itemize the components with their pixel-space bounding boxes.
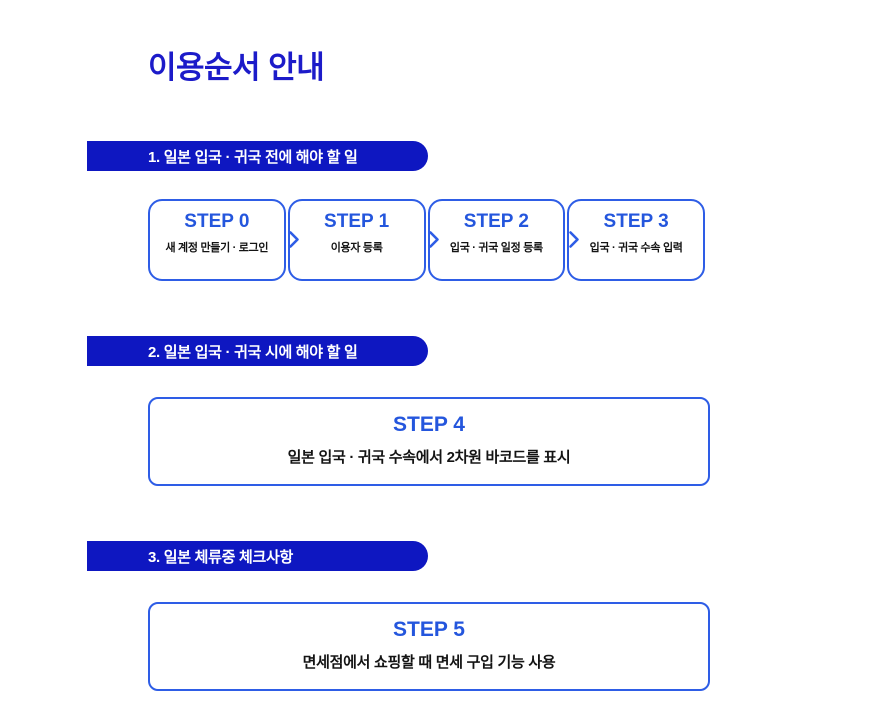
step-2-description: 입국 · 귀국 일정 등록 bbox=[449, 242, 543, 254]
step-1-description: 이용자 등록 bbox=[330, 242, 383, 254]
section-2-banner-label: 2. 일본 입국 · 귀국 시에 해야 할 일 bbox=[148, 343, 358, 361]
step-3-label: STEP 3 bbox=[603, 211, 669, 232]
step-card-3: STEP 3 입국 · 귀국 수속 입력 bbox=[567, 199, 705, 281]
section-3-banner: 3. 일본 체류중 체크사항 bbox=[87, 541, 428, 571]
step-4-description: 일본 입국 · 귀국 수속에서 2차원 바코드를 표시 bbox=[287, 449, 571, 466]
page-title: 이용순서 안내 bbox=[148, 50, 325, 85]
step-0-label: STEP 0 bbox=[184, 211, 250, 232]
step-card-1: STEP 1 이용자 등록 bbox=[287, 199, 426, 281]
step-3-description: 입국 · 귀국 수속 입력 bbox=[589, 242, 683, 254]
step-5-description: 면세점에서 쇼핑할 때 면세 구입 기능 사용 bbox=[302, 654, 556, 671]
section-3-banner-label: 3. 일본 체류중 체크사항 bbox=[148, 548, 294, 566]
step-2-label: STEP 2 bbox=[463, 211, 529, 232]
step-5-label: STEP 5 bbox=[393, 618, 465, 641]
step-card-0: STEP 0 새 계정 만들기 · 로그인 bbox=[148, 199, 286, 281]
step-1-label: STEP 1 bbox=[324, 211, 390, 232]
step-0-description: 새 계정 만들기 · 로그인 bbox=[165, 242, 269, 254]
section-2-banner: 2. 일본 입국 · 귀국 시에 해야 할 일 bbox=[87, 336, 428, 366]
step-4-label: STEP 4 bbox=[393, 413, 465, 436]
step-card-4: STEP 4 일본 입국 · 귀국 수속에서 2차원 바코드를 표시 bbox=[148, 397, 710, 486]
step-flow-row: STEP 0 새 계정 만들기 · 로그인 STEP 1 이용자 등록 STEP… bbox=[148, 199, 705, 281]
step-card-5: STEP 5 면세점에서 쇼핑할 때 면세 구입 기능 사용 bbox=[148, 602, 710, 691]
step-card-2: STEP 2 입국 · 귀국 일정 등록 bbox=[427, 199, 566, 281]
section-1-banner-label: 1. 일본 입국 · 귀국 전에 해야 할 일 bbox=[148, 148, 358, 166]
section-1-banner: 1. 일본 입국 · 귀국 전에 해야 할 일 bbox=[87, 141, 428, 171]
